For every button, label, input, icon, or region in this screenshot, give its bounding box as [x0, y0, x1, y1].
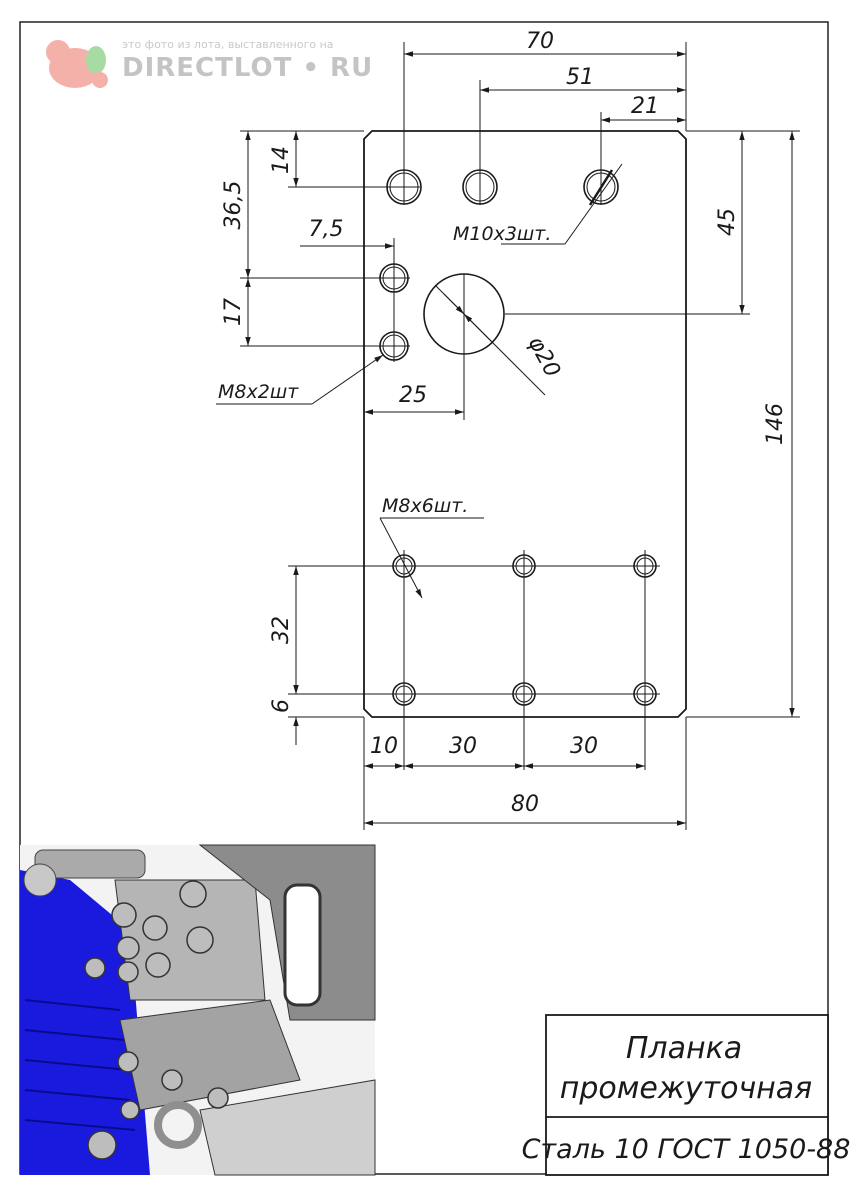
- note-m10x3: M10x3шт.: [453, 223, 551, 245]
- title-block: Планка промежуточная Сталь 10 ГОСТ 1050-…: [522, 1014, 850, 1176]
- dim-32: 32: [269, 616, 294, 644]
- dim-21: 21: [631, 94, 659, 119]
- dim-30-left: 30: [449, 734, 477, 759]
- dim-80: 80: [511, 792, 539, 817]
- dim-17: 17: [221, 298, 246, 326]
- title-material: Сталь 10 ГОСТ 1050-88: [522, 1134, 850, 1165]
- watermark-brand: DIRECTLOT • RU: [122, 53, 373, 83]
- plate-outline: [363, 130, 687, 718]
- dimension-lines: [245, 51, 795, 826]
- dim-70: 70: [526, 29, 554, 54]
- dim-51: 51: [566, 65, 594, 90]
- dim-36-5: 36,5: [221, 181, 246, 230]
- dim-6: 6: [269, 699, 294, 713]
- note-m8x2: M8x2шт: [218, 381, 299, 403]
- render-3d-assembly: [20, 844, 376, 1176]
- watermark-caption: это фото из лота, выставленного на: [122, 38, 334, 51]
- dim-10: 10: [370, 734, 398, 759]
- dim-14: 14: [269, 146, 294, 174]
- note-leaders: [216, 163, 623, 599]
- sheet-frame: [19, 21, 829, 1175]
- title-line-1: Планка: [626, 1031, 742, 1066]
- extension-lines: [240, 42, 800, 830]
- dim-7-5: 7,5: [309, 217, 344, 242]
- dim-146: 146: [763, 403, 788, 445]
- dim-45: 45: [715, 208, 740, 236]
- title-line-2: промежуточная: [560, 1071, 812, 1106]
- dim-30-right: 30: [570, 734, 598, 759]
- note-m8x6: M8x6шт.: [382, 495, 468, 517]
- squirrel-logo-icon: [46, 40, 108, 88]
- watermark: это фото из лота, выставленного на DIREC…: [46, 38, 373, 88]
- dim-phi20: φ20: [523, 332, 565, 381]
- dim-25: 25: [399, 383, 427, 408]
